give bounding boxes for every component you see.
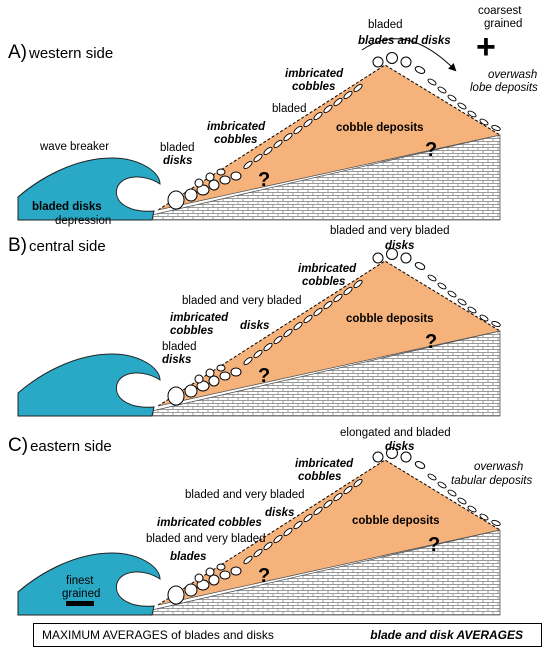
question-mark-right: ? [425, 331, 437, 353]
label-cobbles-lower: cobbles [170, 325, 213, 337]
footer-maximum-averages: MAXIMUM AVERAGES of blades and disks [42, 628, 274, 642]
label-bladed-low: bladed [160, 142, 195, 154]
label-tabular-deposits: tabular deposits [451, 475, 532, 487]
label-imbricated-upper: imbricated [295, 458, 354, 470]
label-imbricated-upper: imbricated [285, 68, 344, 80]
label-top-elongated: elongated and bladed [340, 427, 451, 439]
label-bladed-top: bladed [368, 19, 403, 31]
question-mark-right: ? [425, 139, 437, 161]
plus-sign: + [476, 28, 496, 66]
label-bladed-very-bladed: bladed and very bladed [185, 489, 305, 501]
label-overwash: overwash [488, 69, 537, 81]
label-blades: blades [170, 551, 206, 563]
label-disks-mid: disks [240, 320, 269, 332]
question-mark-left: ? [258, 565, 270, 587]
label-cobbles-upper: cobbles [298, 471, 341, 483]
label-cobbles-upper: cobbles [302, 276, 345, 288]
label-top-disks: disks [385, 240, 414, 252]
label-cobble-deposits: cobble deposits [346, 313, 434, 325]
label-disks-low: disks [162, 354, 191, 366]
panel-a-beach-profile [17, 52, 502, 221]
question-mark-right: ? [428, 534, 440, 556]
question-mark-left: ? [258, 365, 270, 387]
label-coarsest: coarsest [478, 5, 522, 17]
label-overwash: overwash [474, 461, 523, 473]
panel-a-title: A)western side [8, 42, 113, 63]
label-top-bladed: bladed and very bladed [330, 225, 450, 237]
panel-b-title: B)central side [8, 235, 106, 256]
footer-blade-disk-averages: blade and disk AVERAGES [370, 628, 523, 642]
panel-western-side: A)western side bladed blades and disks c… [8, 5, 538, 227]
label-bladed-mid: bladed [272, 103, 307, 115]
footer-legend-box: MAXIMUM AVERAGES of blades and disks bla… [33, 623, 542, 647]
label-imbricated-lower: imbricated [170, 312, 229, 324]
label-imbricated-upper: imbricated [298, 263, 357, 275]
label-imbricated-lower: imbricated [207, 121, 266, 133]
label-cobbles-lower: cobbles [214, 134, 257, 146]
label-wave-breaker: wave breaker [39, 141, 109, 153]
panel-central-side: B)central side bladed and very bladed di… [8, 225, 502, 417]
label-grained: grained [62, 588, 100, 600]
label-lobe-deposits: lobe deposits [470, 82, 538, 94]
overwash-arrow [361, 38, 457, 72]
label-disks-mid: disks [265, 507, 294, 519]
label-imbricated-cobbles: imbricated cobbles [157, 517, 262, 529]
panel-c-title: C)eastern side [8, 435, 112, 456]
label-finest: finest [66, 575, 94, 587]
label-blades-and-disks: blades and disks [358, 35, 451, 47]
label-bladed-low: bladed [162, 341, 197, 353]
label-wave-bladed-disks: bladed disks [32, 201, 102, 213]
panel-eastern-side: C)eastern side elongated and bladed disk… [8, 427, 532, 616]
label-cobble-deposits: cobble deposits [336, 122, 424, 134]
label-depression: depression [55, 215, 111, 227]
label-bladed-very-bladed: bladed and very bladed [182, 295, 302, 307]
label-top-disks: disks [385, 441, 414, 453]
label-cobble-deposits: cobble deposits [352, 515, 440, 527]
label-bladed-very-bladed-lower: bladed and very bladed [146, 533, 266, 545]
label-disks-low: disks [163, 155, 192, 167]
finest-grained-bar [66, 601, 94, 606]
question-mark-left: ? [258, 169, 270, 191]
label-grained: grained [484, 18, 522, 30]
label-cobbles-upper: cobbles [292, 81, 335, 93]
